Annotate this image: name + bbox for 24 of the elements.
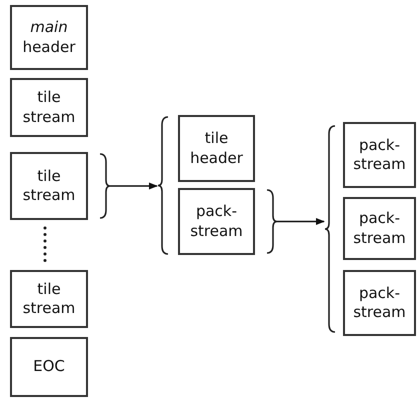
box-label: pack-stream	[352, 284, 407, 322]
process-box	[10, 337, 88, 397]
process-box	[343, 270, 416, 336]
box-label: EOC	[33, 357, 65, 377]
bracket-group	[325, 122, 418, 336]
process-box	[10, 152, 88, 220]
box-label: tile header	[189, 129, 244, 168]
box-label: tile stream	[22, 280, 76, 318]
process-box	[10, 78, 88, 137]
box-label: pack-stream	[352, 209, 407, 248]
box-label: pack-stream	[352, 136, 407, 174]
process-box	[178, 115, 255, 182]
arrow	[277, 218, 325, 226]
process-box	[178, 188, 255, 255]
process-box	[10, 5, 88, 70]
box-label: tile stream	[22, 166, 76, 206]
box-label: pack-stream	[189, 202, 244, 241]
arrow	[110, 182, 158, 190]
process-box	[343, 197, 416, 260]
box-label: main header	[22, 18, 76, 57]
box-label: tile stream	[22, 88, 76, 127]
bracket-group	[158, 113, 258, 258]
process-box	[10, 270, 88, 328]
process-box	[343, 122, 416, 188]
